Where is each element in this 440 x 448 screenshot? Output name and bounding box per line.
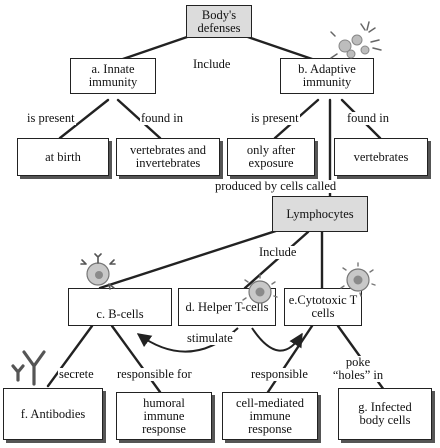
node-antibodies: f. Antibodies <box>3 388 103 440</box>
node-body-defenses-text: Body's defenses <box>197 7 241 35</box>
node-cell-mediated-response-text: cell-mediated immune response <box>235 395 305 436</box>
node-lymphocytes-text: Lymphocytes <box>286 206 354 221</box>
node-after-exposure-text: only after exposure <box>246 143 296 170</box>
node-body-defenses: Body's defenses <box>186 5 252 38</box>
node-innate-immunity: a. Innate immunity <box>70 58 156 94</box>
node-cytotoxic-t-cells-text: e.Cytotoxic T cells <box>288 293 358 320</box>
node-vertebrates: vertebrates <box>334 138 428 176</box>
produced-by-label: produced by cells called <box>214 179 338 193</box>
found-in-label-right: found in <box>346 111 391 125</box>
node-helper-t-cells: d. Helper T-cells <box>178 288 276 326</box>
node-helper-t-cells-text: d. Helper T-cells <box>185 299 269 314</box>
node-vertebrates-text: vertebrates <box>353 149 409 164</box>
responsible-for-label: responsible for <box>116 367 193 381</box>
node-adaptive-immunity: b. Adaptive immunity <box>280 58 374 94</box>
node-cell-mediated-response: cell-mediated immune response <box>222 392 318 440</box>
include-label-mid: Include <box>258 245 298 259</box>
poke-holes-label: poke “holes” in <box>326 356 390 382</box>
node-vertebrates-invertebrates-text: vertebrates and invertebrates <box>129 143 206 170</box>
node-b-cells: c. B-cells <box>68 288 172 326</box>
node-infected-body-cells-text: g. Infected body cells <box>358 400 412 427</box>
b-cell-icon <box>80 253 116 290</box>
node-vertebrates-invertebrates: vertebrates and invertebrates <box>116 138 220 176</box>
node-lymphocytes: Lymphocytes <box>272 196 368 232</box>
is-present-label-right: is present <box>250 111 300 125</box>
found-in-label-left: found in <box>140 111 185 125</box>
node-b-cells-text: c. B-cells <box>96 307 144 321</box>
node-at-birth: at birth <box>17 138 109 176</box>
include-label-top: Include <box>192 57 232 71</box>
is-present-label-left: is present <box>26 111 76 125</box>
cytotoxic-t-cell-icon <box>340 262 376 297</box>
node-innate-immunity-text: a. Innate immunity <box>88 62 138 89</box>
node-after-exposure: only after exposure <box>227 138 315 176</box>
node-antibodies-text: f. Antibodies <box>20 406 86 421</box>
helper-t-cell-icon <box>242 274 278 304</box>
node-cytotoxic-t-cells: e.Cytotoxic T cells <box>284 288 362 326</box>
virus-cluster-icon <box>330 21 382 59</box>
stimulate-label: stimulate <box>186 331 234 345</box>
node-humoral-response-text: humoral immune response <box>142 395 186 436</box>
antibody-icon <box>11 350 46 386</box>
node-infected-body-cells: g. Infected body cells <box>338 388 432 440</box>
node-adaptive-immunity-text: b. Adaptive immunity <box>298 62 356 89</box>
responsible-label: responsible <box>250 367 309 381</box>
node-humoral-response: humoral immune response <box>116 392 212 440</box>
secrete-label: secrete <box>58 367 95 381</box>
node-at-birth-text: at birth <box>45 149 81 164</box>
